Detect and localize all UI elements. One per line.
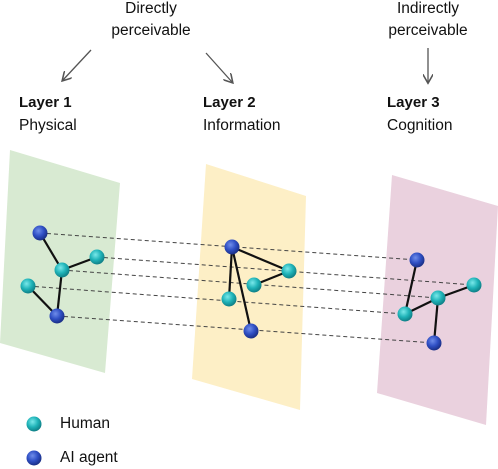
legend-human-icon (26, 416, 42, 432)
ai-agent-node (224, 239, 240, 255)
edge (230, 246, 253, 332)
layer-1-plane (0, 150, 120, 373)
layer-2-heading: Layer 2 Information (203, 93, 281, 136)
direct-arrow-left (63, 49, 92, 80)
human-node (466, 277, 482, 293)
ai-agent-node (32, 225, 48, 241)
indirectly-line-1: Indirectly (396, 0, 460, 17)
ai-agent-node (426, 335, 442, 351)
layer-2-subtitle: Information (203, 117, 281, 134)
direct-arrow-right (205, 52, 232, 82)
legend-ai-agent-label: AI agent (60, 449, 118, 466)
ai-agent-node (243, 323, 259, 339)
ai-agent-node (49, 308, 65, 324)
layer-3-heading: Layer 3 Cognition (387, 93, 453, 136)
layer-3-subtitle: Cognition (387, 117, 453, 134)
human-node (89, 249, 105, 265)
directly-perceivable-label: Directly perceivable (96, 0, 206, 42)
layer-1-nodes (20, 225, 105, 324)
ai-agent-node (409, 252, 425, 268)
layer-1-title: Layer 1 (19, 94, 72, 111)
layer-1-heading: Layer 1 Physical (19, 93, 77, 136)
legend-ai-agent-icon (26, 450, 42, 466)
human-node (246, 277, 262, 293)
human-node (54, 262, 70, 278)
human-node (281, 263, 297, 279)
human-node (397, 306, 413, 322)
layer-2-nodes (221, 239, 297, 339)
layer-1-subtitle: Physical (19, 117, 77, 134)
directly-line-1: Directly (125, 0, 177, 17)
human-node (430, 290, 446, 306)
edge (55, 269, 64, 317)
directly-line-2: perceivable (111, 22, 191, 39)
indirectly-perceivable-label: Indirectly perceivable (373, 0, 483, 42)
link-human-c (27, 285, 406, 315)
edge (227, 246, 234, 300)
indirectly-line-2: perceivable (388, 22, 468, 39)
layer-3-nodes (397, 252, 482, 351)
human-node (221, 291, 237, 307)
layer-2-title: Layer 2 (203, 94, 256, 111)
edge (231, 245, 290, 273)
edge (432, 297, 440, 344)
edge (403, 259, 419, 315)
layer-3-title: Layer 3 (387, 94, 440, 111)
human-node (20, 278, 36, 294)
legend-human-label: Human (60, 415, 110, 432)
